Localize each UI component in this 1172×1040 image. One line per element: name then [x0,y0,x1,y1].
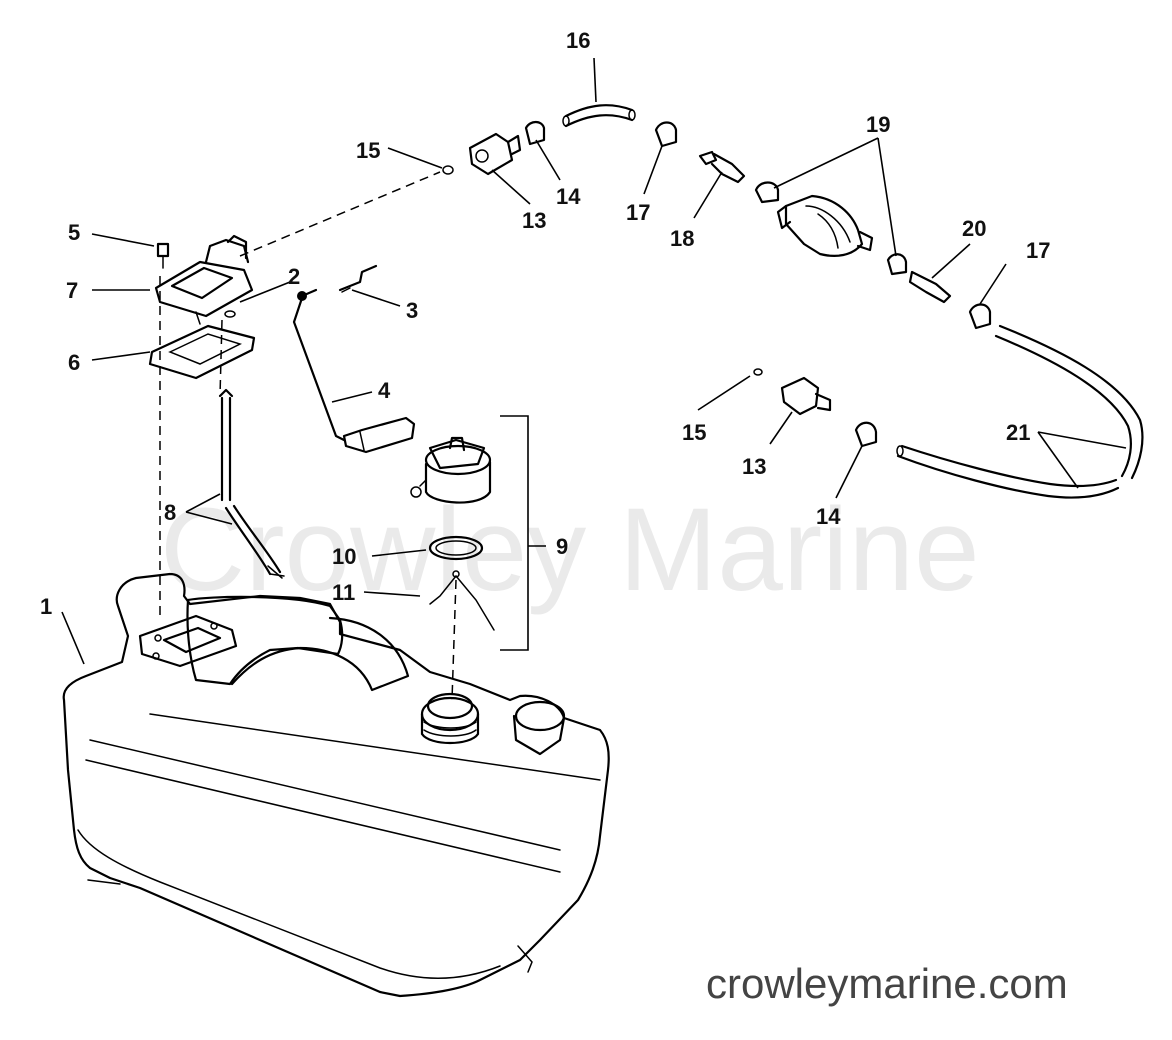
pickup-tube [218,388,285,579]
callout-5: 5 [68,220,80,245]
callout-1: 1 [40,594,52,619]
alignment-lines [159,171,457,701]
callout-4: 4 [378,378,391,403]
callout-19: 19 [866,112,890,137]
fuel-connector-parts [442,104,992,448]
leader-lines [61,57,1127,665]
callout-10: 10 [332,544,356,569]
callout-2: 2 [288,264,300,289]
callout-17-right: 17 [1026,238,1050,263]
callout-6: 6 [68,350,80,375]
fuel-tank-body [62,572,610,998]
callout-15-lower: 15 [682,420,706,445]
callout-21: 21 [1006,420,1030,445]
callout-16: 16 [566,28,590,53]
callout-13-lower: 13 [742,454,766,479]
callout-3: 3 [406,298,418,323]
callout-15-upper: 15 [356,138,380,163]
watermark-url: crowleymarine.com [706,960,1068,1007]
callout-18: 18 [670,226,694,251]
callout-14-lower: 14 [816,504,841,529]
watermark-brand: Crowley Marine [160,484,980,616]
callout-labels: 1 2 3 4 5 6 7 8 9 10 11 13 13 14 14 15 1… [40,28,1050,619]
callout-9: 9 [556,534,568,559]
filler-cap-assembly [410,415,529,651]
callout-7: 7 [66,278,78,303]
callout-20: 20 [962,216,986,241]
callout-13-upper: 13 [522,208,546,233]
fuel-hose [896,324,1144,499]
callout-11: 11 [332,580,355,605]
callout-17-left: 17 [626,200,650,225]
callout-8: 8 [164,500,176,525]
fuel-gauge-assembly [148,234,416,454]
callout-14-upper: 14 [556,184,581,209]
